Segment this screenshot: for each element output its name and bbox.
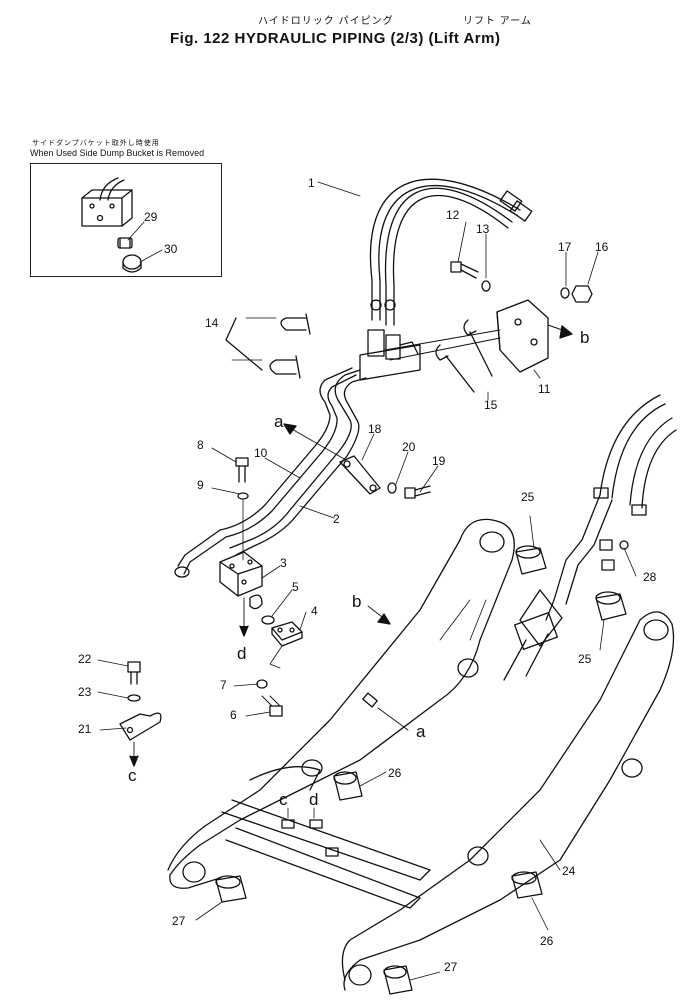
washer-7 [256,679,268,689]
clamp-15 [435,319,493,393]
washer-17 [560,287,570,299]
callout-27-lower: 27 [444,960,458,974]
inset-box [30,163,222,277]
callout-28: 28 [643,570,657,584]
callout-14: 14 [205,316,219,330]
washer-13 [481,280,491,292]
flange-4 [271,621,303,647]
flange-block [219,551,263,597]
callout-6: 6 [230,708,237,722]
callout-26-upper: 26 [388,766,402,780]
callout-26-lower: 26 [540,934,554,948]
bolt-22 [127,661,141,685]
callout-24: 24 [562,864,576,878]
callout-10: 10 [254,446,268,460]
lift-cylinder [503,589,563,681]
nut-16 [571,285,593,303]
inset-cap-30 [122,254,142,273]
washer-20 [387,482,397,494]
u-bolt-14-lower [269,355,301,379]
leader-14 [225,317,263,371]
right-hose-bundle [545,394,677,621]
bolt-19 [404,485,431,499]
bolt-8 [235,457,249,483]
lift-arm-right [341,611,675,991]
callout-21: 21 [78,722,92,736]
callout-25-lower: 25 [578,652,592,666]
split-flange-3 [249,594,263,610]
title-japanese-right: リフト アーム [463,16,532,27]
callout-18: 18 [368,422,382,436]
bushing-25-lower [595,591,627,621]
view-letter-a-upper: a [274,412,284,431]
inset-plug-29 [117,237,133,249]
callout-12: 12 [446,208,460,222]
view-letter-b-upper: b [580,328,590,347]
callout-1: 1 [308,176,315,190]
clamp-21 [119,712,162,741]
cross-tube [221,759,431,909]
lift-arm-left [167,518,515,889]
bushing-27-lower [383,965,413,995]
figure-title: Fig. 122 HYDRAULIC PIPING (2/3) (Lift Ar… [170,30,501,47]
title-japanese-left: ハイドロリック パイピング [258,16,394,27]
bracket-11 [496,299,549,373]
callout-3: 3 [280,556,287,570]
inset-fitting-block [81,177,133,227]
callout-9: 9 [197,478,204,492]
inset-japanese-note: サイドダンプバケット取外し時使用 [32,140,160,147]
hose-assembly [369,178,533,326]
washer-23 [127,694,141,702]
callout-30: 30 [164,242,178,256]
bushing-26-upper [333,771,363,801]
callout-13: 13 [476,222,490,236]
pin-d [309,819,323,829]
bolt-6 [261,695,283,717]
bushing-27-upper [215,875,247,903]
view-letter-c-arm: c [279,790,288,809]
view-letter-b-lower: b [352,592,362,611]
callout-29: 29 [144,210,158,224]
inset-caption: When Used Side Dump Bucket is Removed [30,148,205,158]
callout-2: 2 [333,512,340,526]
pipe-10 [174,367,357,578]
callout-27-upper: 27 [172,914,186,928]
callout-4: 4 [311,604,318,618]
bolt-12 [450,261,479,279]
view-letter-a-lower: a [416,722,426,741]
view-letter-d-arm: d [309,790,319,809]
callout-8: 8 [197,438,204,452]
leader-lines [97,181,637,981]
callout-23: 23 [78,685,92,699]
o-ring-5 [261,615,275,625]
callout-15: 15 [484,398,498,412]
center-fitting-block [359,329,421,381]
callout-5: 5 [292,580,299,594]
callout-25-upper: 25 [521,490,535,504]
callout-22: 22 [78,652,92,666]
callout-20: 20 [402,440,416,454]
view-letter-d-left: d [237,644,247,663]
callout-11: 11 [538,382,551,396]
view-letter-c-left: c [128,766,137,785]
callout-19: 19 [432,454,446,468]
washer-9 [237,492,249,500]
callout-7: 7 [220,678,227,692]
callout-16: 16 [595,240,609,254]
bushing-25-upper [515,545,547,575]
callout-17: 17 [558,240,572,254]
clamp-18 [339,455,381,495]
bushing-26-lower [511,871,543,899]
pin-c [281,819,295,829]
u-bolt-14-upper [280,313,311,335]
